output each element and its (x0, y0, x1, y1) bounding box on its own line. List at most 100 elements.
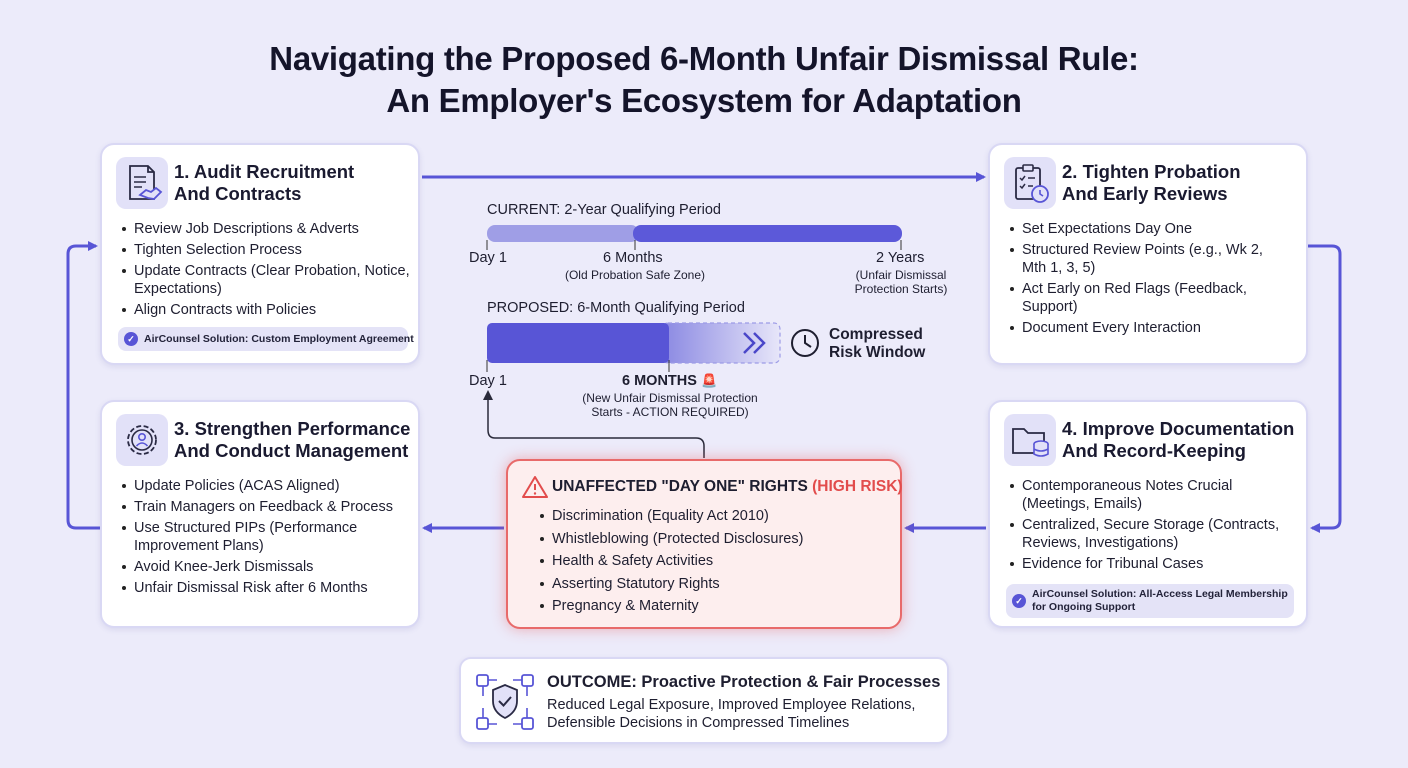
day-one-title: UNAFFECTED "DAY ONE" RIGHTS (HIGH RISK) (552, 478, 903, 496)
current-bar-probation (487, 225, 639, 242)
solution-line2: for Ongoing Support (1032, 601, 1136, 613)
card-audit-recruitment: 1. Audit Recruitment And Contracts Revie… (100, 143, 420, 365)
alarm-icon: 🚨 (700, 373, 718, 388)
proposed-bar-risk (487, 323, 669, 363)
card-list: Review Job Descriptions & Adverts Tighte… (120, 220, 410, 322)
card-title-line2: And Early Reviews (1062, 183, 1228, 204)
current-bar-risk (633, 225, 902, 242)
list-item: Train Managers on Feedback & Process (120, 498, 393, 516)
card-tighten-probation: 2. Tighten Probation And Early Reviews S… (988, 143, 1308, 365)
list-item: Unfair Dismissal Risk after 6 Months (120, 579, 393, 597)
card-title-line1: 4. Improve Documentation (1062, 418, 1295, 439)
outcome-box: OUTCOME: Proactive Protection & Fair Pro… (459, 657, 949, 744)
card-title-line2: And Contracts (174, 183, 302, 204)
solution-text: AirCounsel Solution: All-Access Legal Me… (1032, 588, 1288, 614)
day-one-list: Discrimination (Equality Act 2010) Whist… (538, 507, 803, 620)
arrow-card3-to-card1 (66, 241, 100, 530)
card-title: 2. Tighten Probation And Early Reviews (1062, 161, 1241, 205)
card-title-line1: 2. Tighten Probation (1062, 161, 1241, 182)
list-item: Tighten Selection Process (120, 241, 410, 259)
list-item-continuation: Support) (1022, 299, 1078, 315)
list-item: Health & Safety Activities (538, 552, 803, 570)
compressed-line1: Compressed (829, 326, 923, 343)
list-item: Set Expectations Day One (1008, 220, 1263, 238)
compressed-risk-label: Compressed Risk Window (829, 326, 925, 362)
proposed-period-label: PROPOSED: 6-Month Qualifying Period (487, 300, 745, 316)
current-2y-note-line1: (Unfair Dismissal (855, 268, 947, 282)
chevron-right-icon (743, 332, 766, 354)
card-title: 3. Strengthen Performance And Conduct Ma… (174, 418, 410, 462)
network-shield-icon (476, 674, 534, 730)
current-2y-note-line2: Protection Starts) (854, 282, 948, 296)
list-item: Pregnancy & Maternity (538, 597, 803, 615)
page-title: Navigating the Proposed 6-Month Unfair D… (0, 38, 1408, 122)
list-item: Document Every Interaction (1008, 319, 1263, 337)
proposed-day1-label: Day 1 (469, 373, 507, 389)
current-6m-note: (Old Probation Safe Zone) (564, 268, 706, 282)
list-item: Update Contracts (Clear Probation, Notic… (120, 262, 410, 280)
gear-person-icon (116, 414, 168, 466)
list-item: Use Structured PIPs (Performance (120, 519, 393, 537)
list-item: Align Contracts with Policies (120, 301, 410, 319)
card-title-line2: And Record-Keeping (1062, 440, 1246, 461)
current-period-label: CURRENT: 2-Year Qualifying Period (487, 202, 721, 218)
list-item-continuation: Expectations) (134, 281, 222, 297)
list-item: Update Policies (ACAS Aligned) (120, 477, 393, 495)
list-item: Review Job Descriptions & Adverts (120, 220, 410, 238)
clipboard-clock-icon (1004, 157, 1056, 209)
list-item: Contemporaneous Notes Crucial (1008, 477, 1279, 495)
outcome-line1: Reduced Legal Exposure, Improved Employe… (547, 697, 916, 713)
current-2y-label: 2 Years (876, 250, 925, 266)
list-item: Whistleblowing (Protected Disclosures) (538, 530, 803, 548)
current-6m-label: 6 Months (603, 250, 663, 266)
list-item-continuation: (Meetings, Emails) (1022, 496, 1143, 512)
folder-database-icon (1004, 414, 1056, 466)
clock-icon (791, 329, 819, 357)
card-title: 1. Audit Recruitment And Contracts (174, 161, 354, 205)
card-title-line1: 3. Strengthen Performance (174, 418, 411, 439)
aircounsel-solution-badge: ✓ AirCounsel Solution: Custom Employment… (118, 327, 414, 351)
contract-handshake-icon (116, 157, 168, 209)
arrow-card2-to-card4 (1308, 244, 1342, 533)
list-item: Avoid Knee-Jerk Dismissals (120, 558, 393, 576)
current-day1-label: Day 1 (469, 250, 507, 266)
card-title-line2: And Conduct Management (174, 440, 409, 461)
page-title-line1: Navigating the Proposed 6-Month Unfair D… (269, 40, 1139, 77)
outcome-title: OUTCOME: Proactive Protection & Fair Pro… (547, 673, 941, 691)
card-list: Set Expectations Day One Structured Revi… (1008, 220, 1263, 340)
list-item: Act Early on Red Flags (Feedback, (1008, 280, 1263, 298)
list-item: Evidence for Tribunal Cases (1008, 555, 1279, 573)
compressed-line2: Risk Window (829, 344, 926, 361)
card-title: 4. Improve Documentation And Record-Keep… (1062, 418, 1294, 462)
proposed-6m-text: 6 MONTHS (622, 373, 697, 389)
day-one-title-text: UNAFFECTED "DAY ONE" RIGHTS (552, 478, 813, 495)
card-improve-documentation: 4. Improve Documentation And Record-Keep… (988, 400, 1308, 628)
outcome-line2: Defensible Decisions in Compressed Timel… (547, 715, 850, 731)
page-title-line2: An Employer's Ecosystem for Adaptation (386, 82, 1022, 119)
card-list: Contemporaneous Notes Crucial (Meetings,… (1008, 477, 1279, 576)
proposed-6m-label: 6 MONTHS 🚨 (622, 373, 717, 389)
list-item-continuation: Improvement Plans) (134, 538, 264, 554)
list-item-continuation: Reviews, Investigations) (1022, 535, 1179, 551)
card-strengthen-performance: 3. Strengthen Performance And Conduct Ma… (100, 400, 420, 628)
list-item-continuation: Mth 1, 3, 5) (1022, 260, 1096, 276)
arrow-dayone-to-timeline (483, 390, 705, 458)
card-list: Update Policies (ACAS Aligned) Train Man… (120, 477, 393, 600)
proposed-6m-note: (New Unfair Dismissal Protection Starts … (568, 391, 772, 419)
check-badge-icon: ✓ (124, 332, 138, 346)
high-risk-label: (HIGH RISK) (812, 478, 903, 495)
warning-icon (522, 476, 548, 498)
card-title-line1: 1. Audit Recruitment (174, 161, 355, 182)
list-item: Discrimination (Equality Act 2010) (538, 507, 803, 525)
list-item: Asserting Statutory Rights (538, 575, 803, 593)
check-badge-icon: ✓ (1012, 594, 1026, 608)
list-item: Centralized, Secure Storage (Contracts, (1008, 516, 1279, 534)
solution-text: AirCounsel Solution: Custom Employment A… (144, 333, 414, 345)
list-item: Structured Review Points (e.g., Wk 2, (1008, 241, 1263, 259)
day-one-rights-box: UNAFFECTED "DAY ONE" RIGHTS (HIGH RISK) … (506, 459, 903, 629)
solution-line1: AirCounsel Solution: All-Access Legal Me… (1032, 588, 1288, 600)
proposed-6m-note-line1: (New Unfair Dismissal Protection (582, 391, 758, 405)
current-2y-note: (Unfair Dismissal Protection Starts) (840, 268, 962, 296)
aircounsel-solution-badge: ✓ AirCounsel Solution: All-Access Legal … (1006, 584, 1294, 618)
